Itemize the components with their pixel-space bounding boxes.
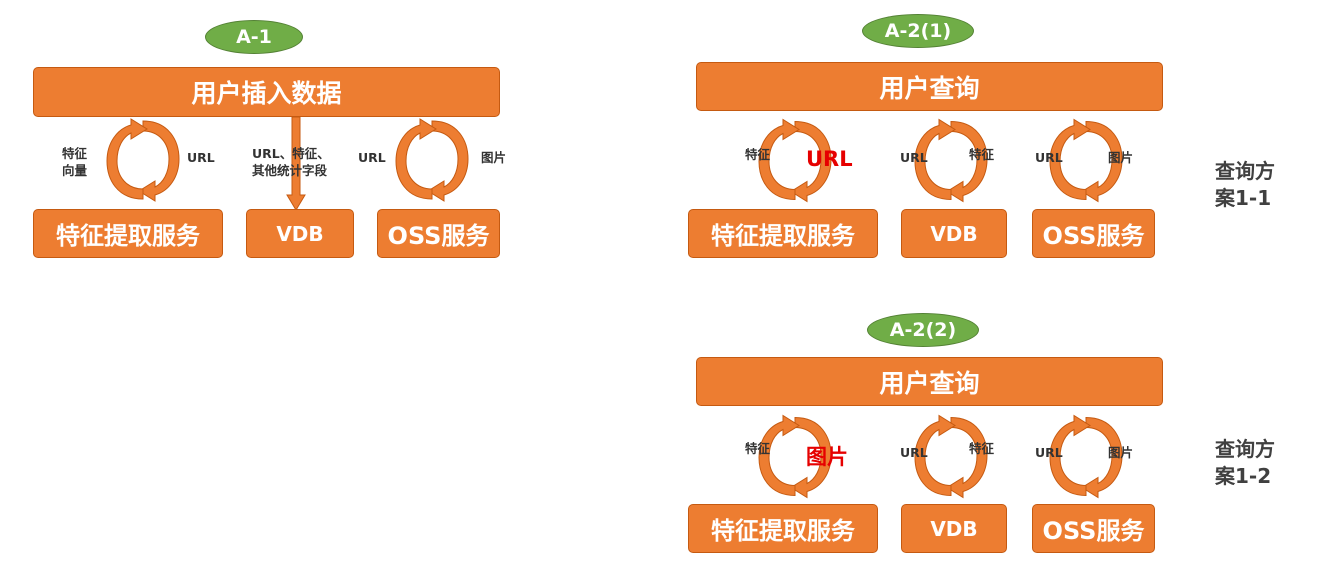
a1-arrow-label-line2: 其他统计字段 [252,162,328,178]
a1-cycle1-right-label: URL [187,150,215,165]
a22-cycle2-left-label: URL [900,445,928,460]
a1-arrow-label-line1: URL、特征、 [252,146,330,161]
a1-cycle2-arrows [392,115,472,205]
a1-down-arrow [286,117,306,211]
a21-plan-line1: 查询方 [1215,159,1275,183]
a21-feature-service-box: 特征提取服务 [688,209,878,258]
a1-cycle2-right-label: 图片 [481,150,507,165]
a22-plan-label: 查询方 案1-2 [1215,436,1275,490]
a22-cycle3-left-label: URL [1035,445,1063,460]
a1-feature-service-box: 特征提取服务 [33,209,223,258]
a21-tag: A-2(1) [862,14,974,48]
a21-oss-box: OSS服务 [1032,209,1155,258]
a21-vdb-box: VDB [901,209,1007,258]
a21-plan-label: 查询方 案1-1 [1215,158,1275,212]
a1-arrow-label: URL、特征、 其他统计字段 [252,146,330,180]
a1-user-insert-box: 用户插入数据 [33,67,500,117]
a22-cycle3-right-label: 图片 [1108,445,1134,460]
a22-cycle1-left-label: 特征 [745,441,771,456]
a22-vdb-box: VDB [901,504,1007,553]
a22-feature-service-box: 特征提取服务 [688,504,878,553]
a21-cycle2-left-label: URL [900,150,928,165]
a22-cycle2-right-label: 特征 [969,441,995,456]
a22-cycle1-right-highlight: 图片 [806,445,848,469]
a21-cycle1-left-label: 特征 [745,147,771,162]
a1-oss-box: OSS服务 [377,209,500,258]
a1-cycle1-left-line1: 特征 [62,146,88,161]
a1-cycle1-left-line2: 向量 [62,162,88,178]
a22-user-query-box: 用户查询 [696,357,1163,406]
a21-cycle3-left-label: URL [1035,150,1063,165]
a1-cycle1-left-label: 特征 向量 [62,146,87,180]
a21-cycle3-right-label: 图片 [1108,150,1134,165]
a22-oss-box: OSS服务 [1032,504,1155,553]
a21-cycle2-right-label: 特征 [969,147,995,162]
a1-vdb-box: VDB [246,209,354,258]
a22-plan-line1: 查询方 [1215,437,1275,461]
a22-tag: A-2(2) [867,313,979,347]
a21-cycle1-right-highlight: URL [806,147,853,171]
a21-user-query-box: 用户查询 [696,62,1163,111]
a1-cycle1-arrows [103,115,183,205]
a1-tag: A-1 [205,20,303,54]
a22-plan-line2: 案1-2 [1215,464,1272,488]
a1-cycle2-left-label: URL [358,150,386,165]
a21-plan-line2: 案1-1 [1215,186,1272,210]
